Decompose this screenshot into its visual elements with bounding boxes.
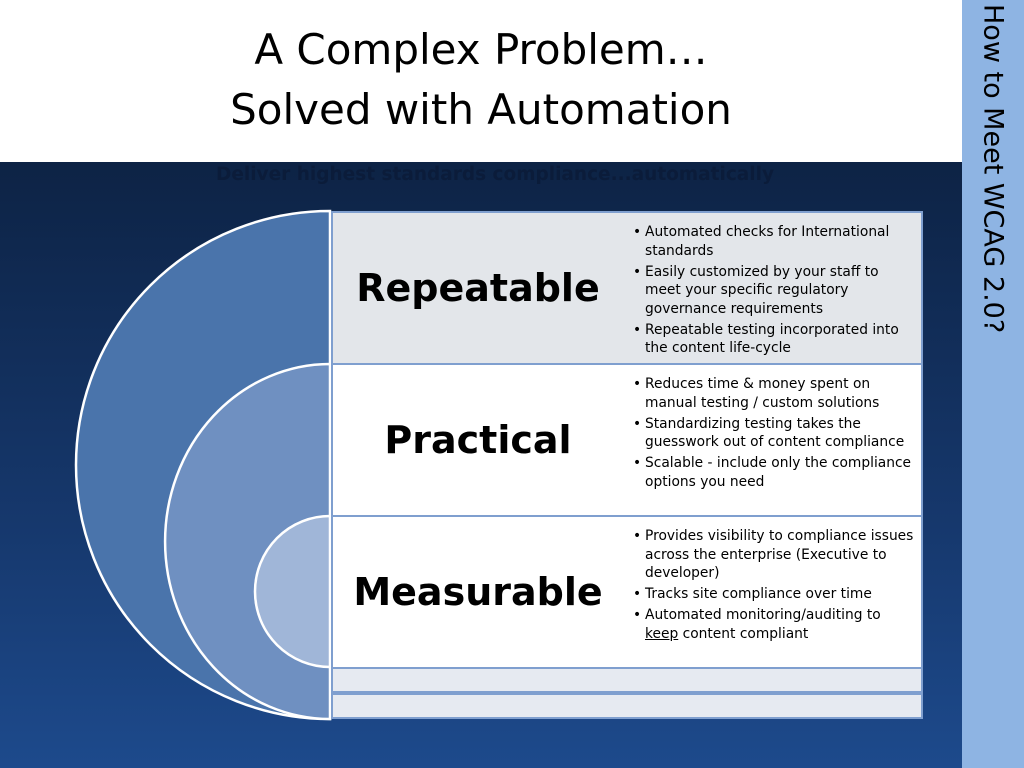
tier-bullets-measurable: Provides visibility to compliance issues… <box>633 527 918 646</box>
bullet-item: Tracks site compliance over time <box>633 585 918 604</box>
slide-subtitle: Deliver highest standards compliance...a… <box>215 164 775 185</box>
nested-arc-diagram <box>74 209 332 721</box>
tier-panel-practical: Practical Reduces time & money spent on … <box>331 363 923 517</box>
tier-label-repeatable: Repeatable <box>356 266 600 310</box>
tier-panel-repeatable: Repeatable Automated checks for Internat… <box>331 211 923 365</box>
bullet-emphasis: keep <box>645 625 679 642</box>
slide-title-line-2: Solved with Automation <box>230 85 732 134</box>
bullet-text: content compliant <box>678 625 809 642</box>
bullet-item: Automated monitoring/auditing to keep co… <box>633 606 918 643</box>
bullet-item: Automated checks for International stand… <box>633 223 918 260</box>
bullet-item: Provides visibility to compliance issues… <box>633 527 918 583</box>
tier-panel-measurable: Measurable Provides visibility to compli… <box>331 515 923 669</box>
sidebar: How to Meet WCAG 2.0? <box>962 0 1024 768</box>
bullet-item: Reduces time & money spent on manual tes… <box>633 375 918 412</box>
tier-label-practical: Practical <box>384 418 572 462</box>
tier-bullets-repeatable: Automated checks for International stand… <box>633 223 918 360</box>
tier-bullets-practical: Reduces time & money spent on manual tes… <box>633 375 918 494</box>
bullet-item: Scalable - include only the compliance o… <box>633 454 918 491</box>
bullet-item: Standardizing testing takes the guesswor… <box>633 415 918 452</box>
slide-title-line-1: A Complex Problem… <box>254 25 708 74</box>
tier-label-measurable: Measurable <box>353 570 603 614</box>
arc-inner <box>253 514 332 669</box>
bullet-text: Automated monitoring/auditing to <box>645 607 881 623</box>
footer-strip <box>331 693 923 719</box>
sidebar-title: How to Meet WCAG 2.0? <box>977 4 1009 334</box>
bullet-item: Repeatable testing incorporated into the… <box>633 321 918 358</box>
bullet-item: Easily customized by your staff to meet … <box>633 263 918 319</box>
footer-strip <box>331 667 923 693</box>
title-area: A Complex Problem… Solved with Automatio… <box>0 0 962 162</box>
